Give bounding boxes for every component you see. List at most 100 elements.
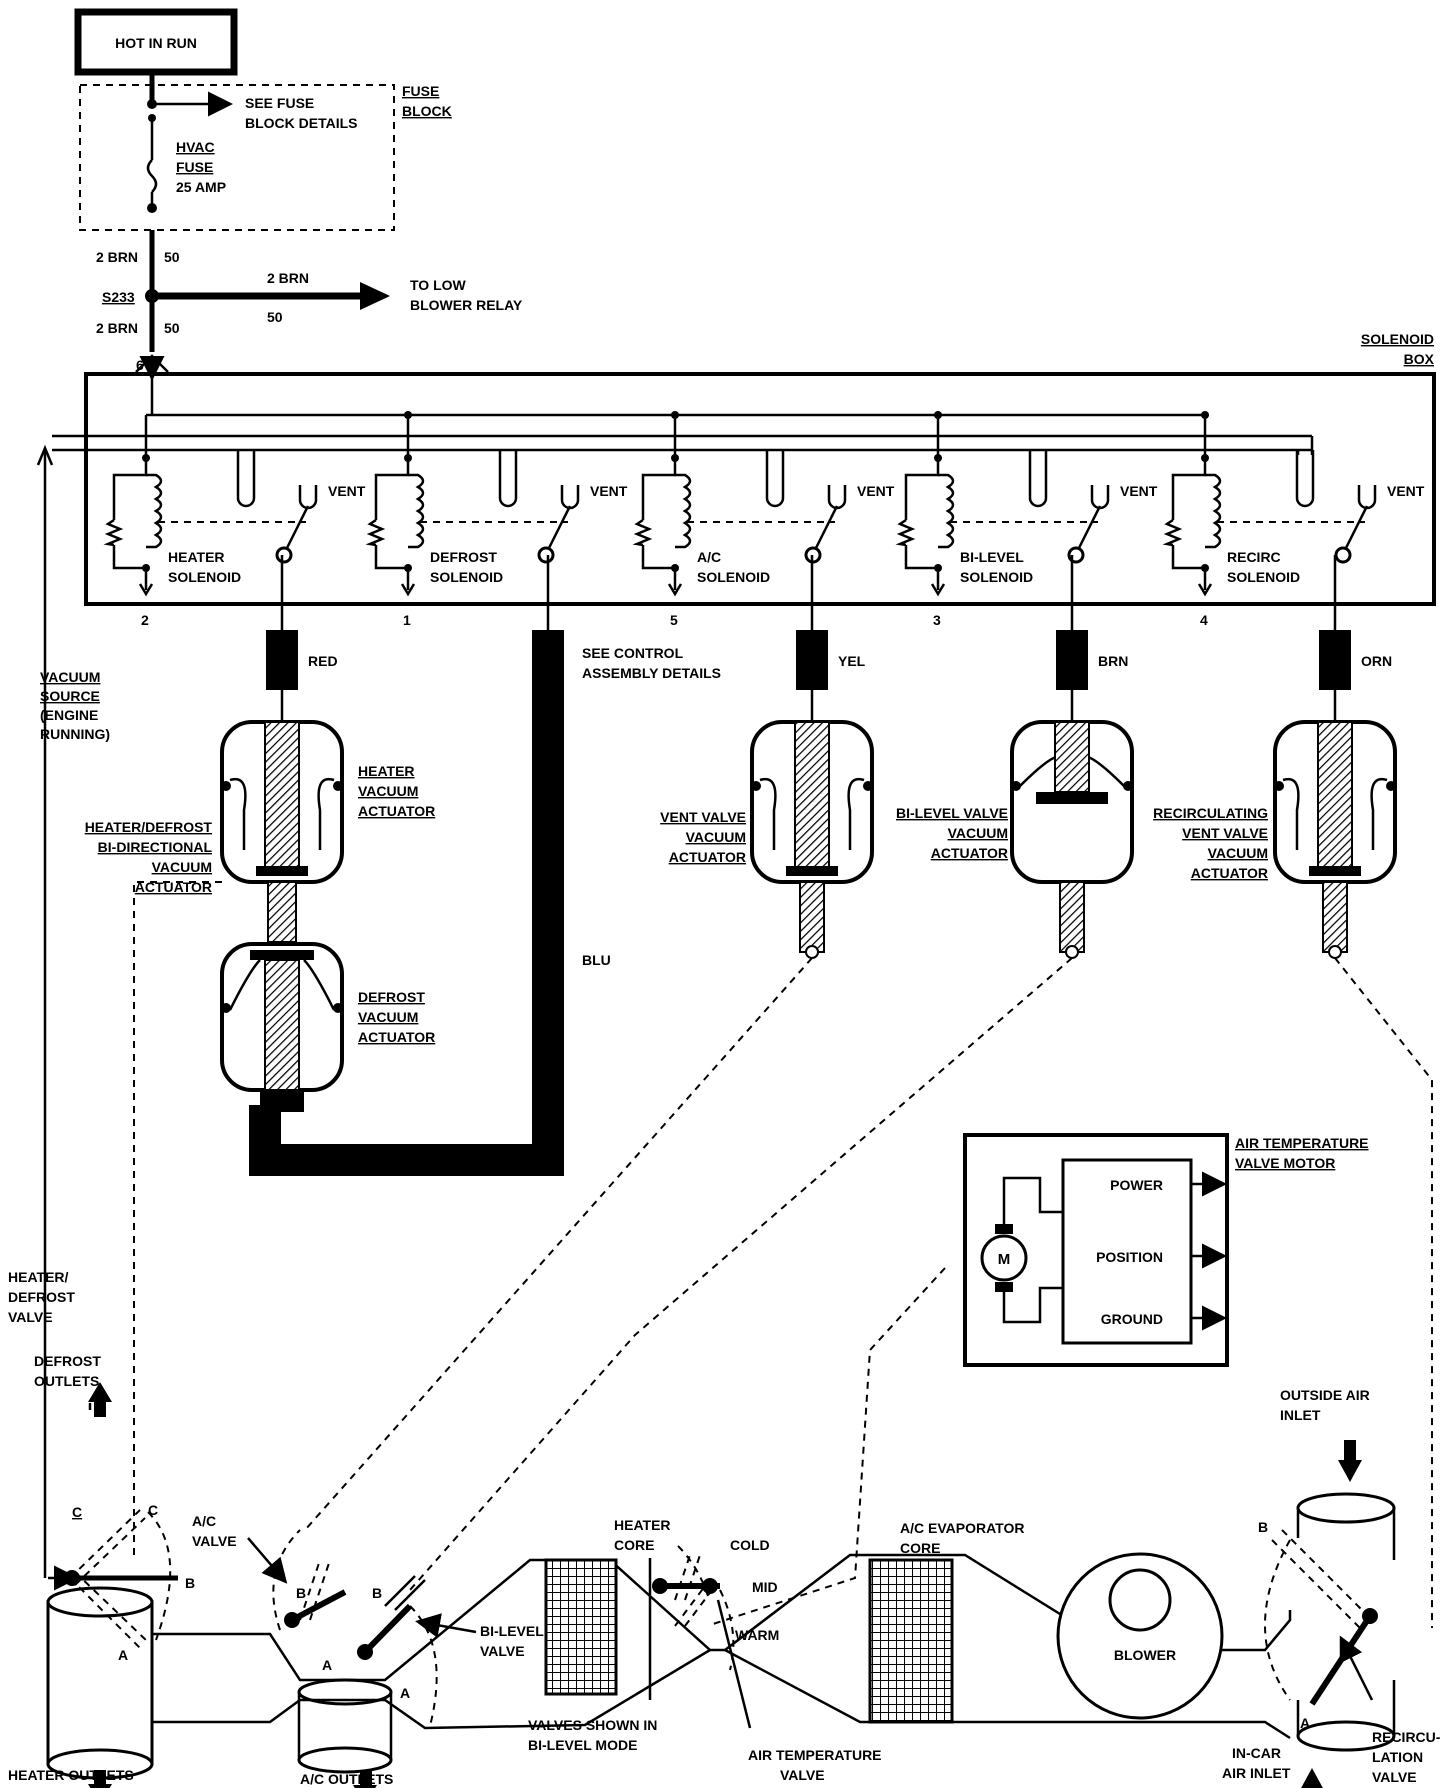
blower-icon <box>1056 1552 1224 1720</box>
recirc-valve-label-2: LATION <box>1372 1749 1423 1765</box>
pos-b-bilevel: B <box>372 1585 382 1601</box>
pos-b-ac: B <box>296 1585 306 1601</box>
hose-red: RED <box>266 555 338 722</box>
valves-shown-label-2: BI-LEVEL MODE <box>528 1737 637 1753</box>
see-fuse-label: SEE FUSE <box>245 95 314 111</box>
recirc-actuator-label-4: ACTUATOR <box>1191 865 1268 881</box>
resistor-icon <box>895 518 916 547</box>
bidir-label-3: VACUUM <box>152 859 212 875</box>
motor-position-label: POSITION <box>1096 1249 1163 1265</box>
heater-outlets-label: HEATER OUTLETS <box>8 1767 134 1783</box>
motor-icon <box>980 1234 1028 1282</box>
coil-icon <box>408 473 425 549</box>
fuse-block-label: FUSE <box>402 83 439 99</box>
vacuum-source-line-4: RUNNING) <box>40 726 110 742</box>
solenoid-pin: 3 <box>933 612 941 628</box>
air-temp-valve-label-2: VALVE <box>780 1767 825 1783</box>
coil-icon <box>1205 473 1222 549</box>
pos-b-heater: B <box>185 1575 195 1591</box>
defrost-actuator-label-3: ACTUATOR <box>358 1029 435 1045</box>
recirc-actuator-label-2: VENT VALVE <box>1182 825 1268 841</box>
vacuum-source-label: VACUUM SOURCE (ENGINE RUNNING) <box>40 669 110 742</box>
heater-outlet-arrow-icon <box>88 1770 112 1788</box>
arrow-icon <box>360 282 390 310</box>
hd-valve-label: HEATER/ <box>8 1269 69 1285</box>
bidir-label-4: ACTUATOR <box>135 879 212 895</box>
circuit-bottom: 50 <box>164 320 180 336</box>
motor-ground-label: GROUND <box>1101 1311 1163 1327</box>
hose-yel-label: YEL <box>838 653 866 669</box>
heater-actuator-label-2: VACUUM <box>358 783 418 799</box>
air-temp-valve-label: AIR TEMPERATURE <box>748 1747 882 1763</box>
ac-valve-label: A/C <box>192 1513 216 1529</box>
air-temp-valve-motor: AIR TEMPERATURE VALVE MOTOR M POWER POSI… <box>963 1133 1369 1367</box>
solenoid-pin: 1 <box>403 612 411 628</box>
hot-in-run-box: HOT IN RUN <box>74 8 238 76</box>
solenoid-pin: 5 <box>670 612 678 628</box>
bidir-label-1: HEATER/DEFROST <box>85 819 213 835</box>
motor-power-label: POWER <box>1110 1177 1163 1193</box>
bilevel-valve-vacuum-actuator: BI-LEVEL VALVE VACUUM ACTUATOR <box>896 720 1134 959</box>
fuse-block: FUSE BLOCK SEE FUSE BLOCK DETAILS HVAC F… <box>79 72 452 231</box>
see-fuse-label-2: BLOCK DETAILS <box>245 115 358 131</box>
heater-core-label: HEATER <box>614 1517 671 1533</box>
solenoid-label: A/C <box>697 549 721 565</box>
hd-valve-label-3: VALVE <box>8 1309 53 1325</box>
defrost-outlets-label: DEFROST <box>34 1353 101 1369</box>
ac-outlets-label: A/C OUTLETS <box>300 1771 393 1787</box>
pos-a-heater: A <box>118 1647 128 1663</box>
circuit-top: 50 <box>164 249 180 265</box>
hose-blu: SEE CONTROL ASSEMBLY DETAILS BLU <box>249 555 721 1176</box>
outside-air-label-2: INLET <box>1280 1407 1321 1423</box>
evaporator-label: A/C EVAPORATOR <box>900 1520 1024 1536</box>
fuse-element-icon <box>146 159 158 193</box>
resistor-icon <box>632 518 653 547</box>
branch-wire: 2 BRN <box>267 270 309 286</box>
vent-actuator-label-3: ACTUATOR <box>669 849 746 865</box>
branch-circuit: 50 <box>267 309 283 325</box>
bilevel-actuator-label-3: ACTUATOR <box>931 845 1008 861</box>
solenoid-box-label-2: BOX <box>1404 351 1435 367</box>
evaporator-label-2: CORE <box>900 1540 940 1556</box>
cold-label: COLD <box>730 1537 770 1553</box>
heater-vacuum-actuator: HEATER VACUUM ACTUATOR <box>220 720 435 943</box>
incar-air-label: IN-CAR <box>1232 1745 1281 1761</box>
pos-a-ac: A <box>322 1657 332 1673</box>
to-low-blower-label-2: BLOWER RELAY <box>410 297 523 313</box>
hvac-fuse-label-2: FUSE <box>176 159 213 175</box>
defrost-outlet-arrow-icon <box>88 1382 112 1417</box>
hose-orn-label: ORN <box>1361 653 1392 669</box>
see-control-label-2: ASSEMBLY DETAILS <box>582 665 721 681</box>
solenoid-label-2: SOLENOID <box>697 569 770 585</box>
recirc-vent-valve-vacuum-actuator: RECIRCULATING VENT VALVE VACUUM ACTUATOR <box>1153 720 1397 959</box>
bilevel-valve-label-2: VALVE <box>480 1643 525 1659</box>
solenoid-label-2: SOLENOID <box>960 569 1033 585</box>
defrost-actuator-label: DEFROST <box>358 989 425 1005</box>
vent-label: VENT <box>590 483 628 499</box>
recirc-valve-label: RECIRCU- <box>1372 1729 1441 1745</box>
heater-core-label-2: CORE <box>614 1537 654 1553</box>
recirc-actuator-label: RECIRCULATING <box>1153 805 1268 821</box>
coil-icon <box>146 473 163 549</box>
to-low-blower-label: TO LOW <box>410 277 467 293</box>
vacuum-source-line-3: (ENGINE <box>40 707 98 723</box>
evaporator-core-icon <box>868 1558 954 1724</box>
vent-actuator-label-2: VACUUM <box>686 829 746 845</box>
pos-c-2: C <box>148 1502 158 1518</box>
resistor-icon <box>365 518 386 547</box>
vent-label: VENT <box>1387 483 1425 499</box>
ac-valve-label-2: VALVE <box>192 1533 237 1549</box>
hvac-fuse-label: HVAC <box>176 139 215 155</box>
motor-title: AIR TEMPERATURE <box>1235 1135 1369 1151</box>
hot-in-run-label: HOT IN RUN <box>115 35 197 51</box>
solenoid-label: RECIRC <box>1227 549 1281 565</box>
hose-blu-tube <box>249 630 564 1176</box>
solenoid-label-2: SOLENOID <box>1227 569 1300 585</box>
motor-symbol: M <box>998 1251 1011 1268</box>
solenoid-label: DEFROST <box>430 549 497 565</box>
mid-label: MID <box>752 1579 778 1595</box>
incar-air-label-2: AIR INLET <box>1222 1765 1291 1781</box>
